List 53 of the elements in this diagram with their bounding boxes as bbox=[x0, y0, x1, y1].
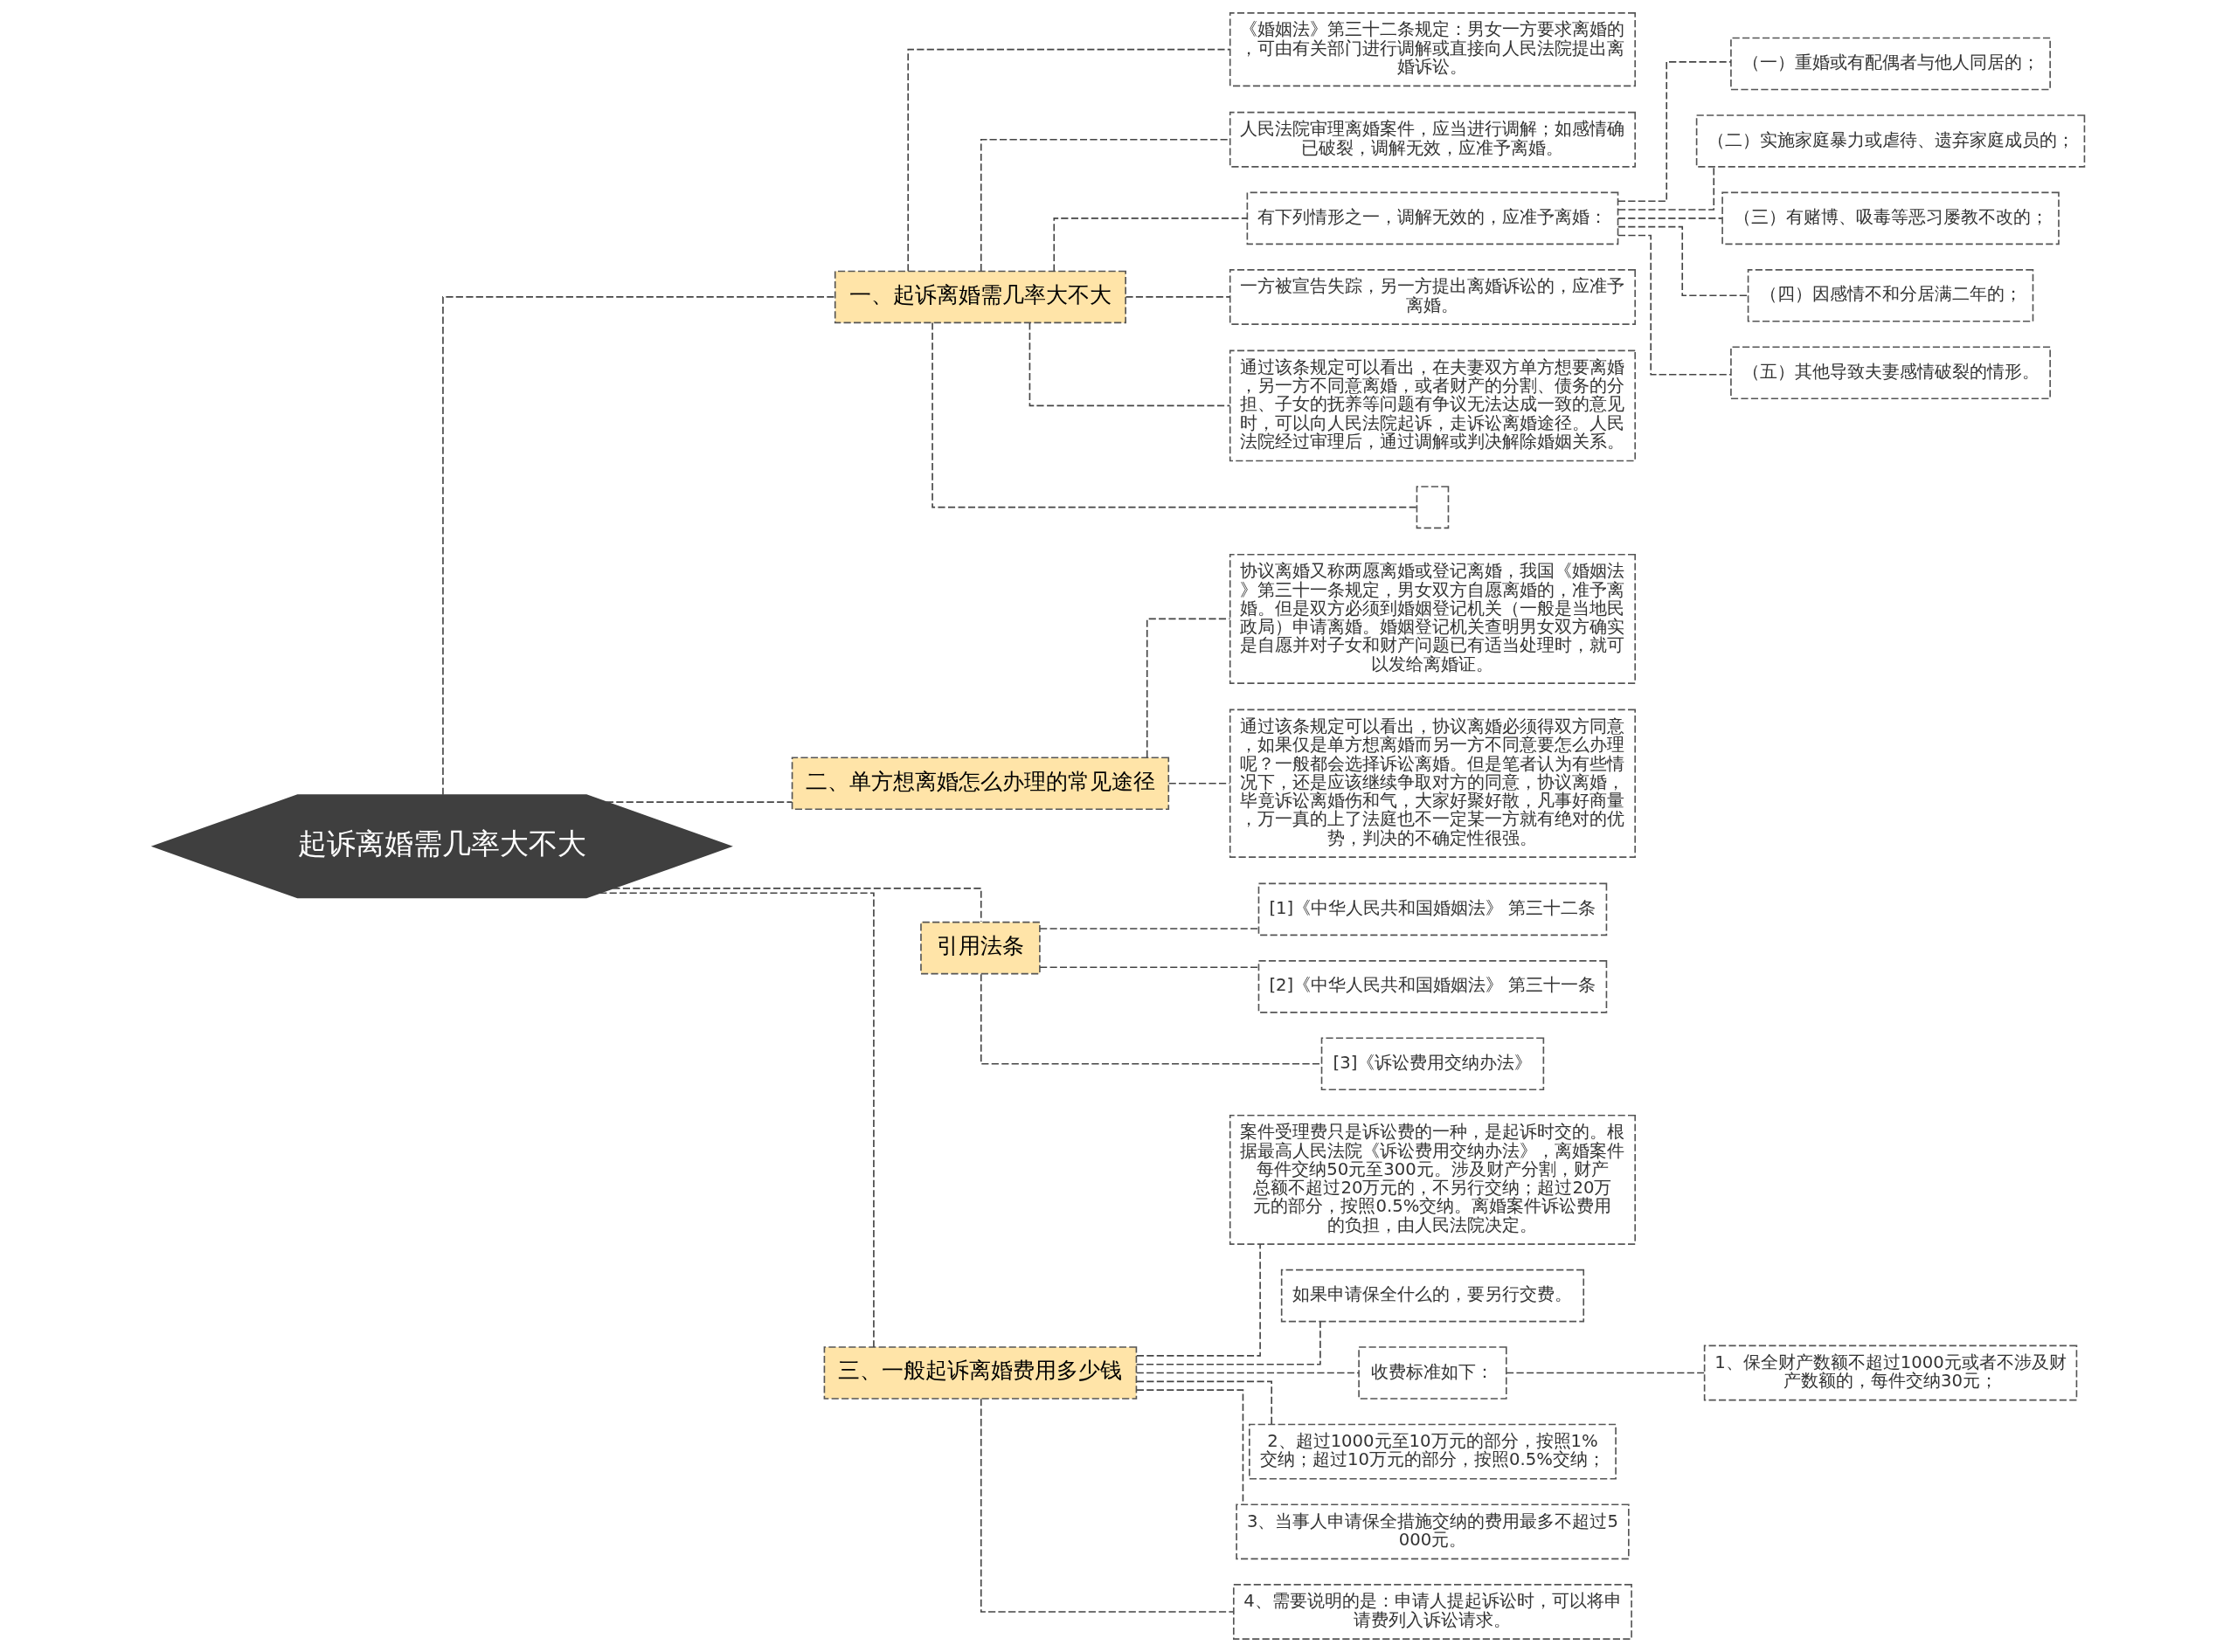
connector bbox=[1617, 166, 1714, 211]
node-box: 3、当事人申请保全措施交纳的费用最多不超过5000元。 bbox=[1235, 1503, 1630, 1560]
node-box: 《婚姻法》第三十二条规定：男女一方要求离婚的，可由有关部门进行调解或直接向人民法院提出离婚诉讼。 bbox=[1229, 12, 1636, 87]
node-box: 收费标准如下： bbox=[1357, 1346, 1507, 1400]
node-box: （五）其他导致夫妻感情破裂的情形。 bbox=[1729, 346, 2051, 400]
node-box: 一方被宣告失踪，另一方提出离婚诉讼的，应准予离婚。 bbox=[1229, 269, 1636, 325]
connector bbox=[980, 1398, 1234, 1613]
node-box: 有下列情形之一，调解无效的，应准予离婚： bbox=[1246, 191, 1618, 245]
node-box: 通过该条规定可以看出，协议离婚必须得双方同意，如果仅是单方想离婚而另一方不同意要怎么办理呢？一般都会选择诉讼离婚。但是笔者认为有些情况下，还是应该继续争取对方的同意，协议离婚，毕竟诉讼离婚伤和气，大家好聚好散，凡事好商量，万一真的上了法庭也不一定某一方就有绝对的优势，判决的不确定性很强。 bbox=[1229, 708, 1636, 858]
node-box: 2、超过1000元至10万元的部分，按照1%交纳；超过10万元的部分，按照0.5%交纳； bbox=[1248, 1423, 1617, 1480]
node-box: 一、起诉离婚需几率大不大 bbox=[834, 270, 1126, 324]
node-box: [1]《中华人民共和国婚姻法》 第三十二条 bbox=[1257, 882, 1607, 937]
node-box: [3]《诉讼费用交纳办法》 bbox=[1320, 1037, 1544, 1091]
connector bbox=[1617, 61, 1731, 203]
node-box: （三）有赌博、吸毒等恶习屡教不改的； bbox=[1721, 191, 2060, 245]
node-box: 4、需要说明的是：申请人提起诉讼时，可以将申请费列入诉讼请求。 bbox=[1232, 1584, 1632, 1640]
connector bbox=[1028, 321, 1230, 407]
connector bbox=[1125, 296, 1230, 298]
connector bbox=[1052, 218, 1248, 273]
connector bbox=[1505, 1372, 1705, 1374]
connector bbox=[612, 888, 982, 923]
node-box: 协议离婚又称两愿离婚或登记离婚，我国《婚姻法》第三十一条规定，男女双方自愿离婚的，准予离婚。但是双方必须到婚姻登记机关（一般是当地民政局）申请离婚。婚姻登记机关查明男女双方确实是自愿并对子女和财产问题已有适当处理时，就可以发给离婚证。 bbox=[1229, 553, 1636, 684]
connector bbox=[1038, 966, 1259, 969]
node-box: 二、单方想离婚怎么办理的常见途径 bbox=[791, 757, 1169, 811]
node-box: 通过该条规定可以看出，在夫妻双方单方想要离婚，另一方不同意离婚，或者财产的分割、债务的分担、子女的抚养等问题有争议无法达成一致的意见时，可以向人民法院起诉，走诉讼离婚途径。人民法院经过审理后，通过调解或判决解除婚姻关系。 bbox=[1229, 349, 1636, 462]
node-box: 1、保全财产数额不超过1000元或者不涉及财产数额的，每件交纳30元； bbox=[1703, 1344, 2077, 1401]
connector bbox=[599, 892, 875, 1348]
connector bbox=[1617, 225, 1749, 297]
connector bbox=[906, 48, 1230, 272]
node-box: 人民法院审理离婚案件，应当进行调解；如感情确已破裂，调解无效，应准予离婚。 bbox=[1229, 111, 1636, 168]
connector bbox=[1167, 782, 1230, 785]
connector bbox=[980, 138, 1230, 272]
node-box: 案件受理费只是诉讼费的一种，是起诉时交的。根据最高人民法院《诉讼费用交纳办法》，离婚案件每件交纳50元至300元。涉及财产分割，财产总额不超过20万元的，不另行交纳；超过20万元的部分，按照0.5%交纳。离婚案件诉讼费用的负担，由人民法院决定。 bbox=[1229, 1114, 1636, 1245]
connector bbox=[605, 801, 793, 803]
connector bbox=[1135, 1321, 1321, 1365]
connector bbox=[931, 321, 1417, 508]
connector bbox=[1135, 1372, 1360, 1374]
connector bbox=[1135, 1380, 1272, 1426]
node-box: （四）因感情不和分居满二年的； bbox=[1747, 269, 2033, 322]
connector bbox=[980, 973, 1322, 1065]
node-box: 如果申请保全什么的，要另行交费。 bbox=[1280, 1268, 1584, 1323]
connector bbox=[1617, 234, 1731, 376]
node-box: 三、一般起诉离婚费用多少钱 bbox=[823, 1346, 1137, 1400]
connector bbox=[1146, 618, 1230, 758]
node-box: [2]《中华人民共和国婚姻法》 第三十一条 bbox=[1257, 960, 1607, 1013]
connector bbox=[441, 296, 835, 796]
node-box bbox=[1416, 486, 1449, 529]
node-box: （二）实施家庭暴力或虐待、遗弃家庭成员的； bbox=[1695, 114, 2085, 168]
connector bbox=[1135, 1243, 1261, 1357]
connector bbox=[1038, 928, 1259, 930]
connector bbox=[1617, 218, 1722, 219]
node-box: （一）重婚或有配偶者与他人同居的； bbox=[1729, 37, 2051, 91]
node-box: 引用法条 bbox=[919, 921, 1041, 975]
